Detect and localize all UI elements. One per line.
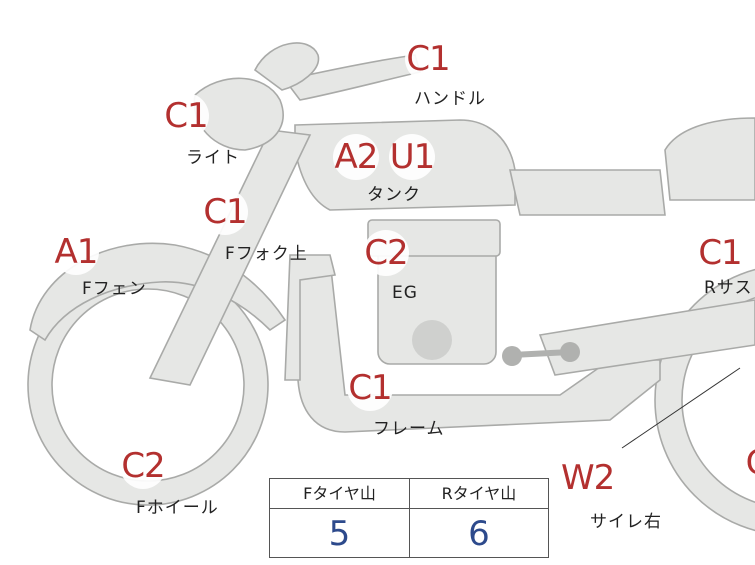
rear-tire-value: 6 bbox=[468, 514, 490, 554]
part-code-rear-suspension: C1 bbox=[697, 230, 743, 276]
muffler-leader-line bbox=[621, 367, 741, 449]
part-label-front-fork: Fフォク上 bbox=[225, 244, 308, 264]
part-label-headlight: ライト bbox=[186, 148, 240, 168]
part-code-headlight: C1 bbox=[163, 93, 209, 139]
part-code-handlebar: C1 bbox=[405, 36, 451, 82]
front-fork-shape bbox=[148, 129, 312, 386]
part-code-rear-wheel: C bbox=[734, 440, 755, 486]
headlight-shape bbox=[193, 77, 284, 151]
part-code-muffler-right: W2 bbox=[561, 455, 615, 501]
part-label-rear-suspension: Rサス bbox=[704, 278, 753, 298]
engine-cover bbox=[412, 320, 452, 360]
part-code-front-fork: C1 bbox=[202, 189, 248, 235]
part-code-frame: C1 bbox=[347, 365, 393, 411]
tire-tread-table: Fタイヤ山 Rタイヤ山 5 6 bbox=[269, 478, 549, 558]
footpeg-right bbox=[560, 342, 580, 362]
front-tire-value: 5 bbox=[270, 509, 410, 557]
frame-shape bbox=[297, 259, 661, 433]
part-label-front-fender: Fフェン bbox=[82, 279, 147, 299]
front-tire-header: Fタイヤ山 bbox=[270, 479, 410, 509]
mirror-shape bbox=[253, 42, 320, 91]
swingarm-shape bbox=[538, 299, 755, 376]
part-code-front-wheel: C2 bbox=[120, 443, 166, 489]
part-label-front-wheel: Fホイール bbox=[136, 498, 219, 518]
frame-lower-tube bbox=[284, 254, 336, 381]
part-code-tank-u: U1 bbox=[389, 134, 435, 180]
part-code-engine: C2 bbox=[363, 230, 409, 276]
part-code-front-fender: A1 bbox=[53, 229, 99, 275]
frame-top-tube bbox=[509, 169, 666, 216]
part-code-tank-a: A2 bbox=[333, 134, 379, 180]
part-label-muffler-right: サイレ右 bbox=[590, 512, 662, 532]
seat-shape bbox=[664, 117, 755, 201]
part-label-tank: タンク bbox=[367, 185, 421, 205]
footpeg-left bbox=[502, 346, 522, 366]
rear-tire-header: Rタイヤ山 bbox=[410, 479, 548, 509]
part-label-frame: フレーム bbox=[373, 419, 445, 439]
part-label-engine: EG bbox=[392, 283, 418, 303]
part-label-handlebar: ハンドル bbox=[414, 89, 486, 109]
